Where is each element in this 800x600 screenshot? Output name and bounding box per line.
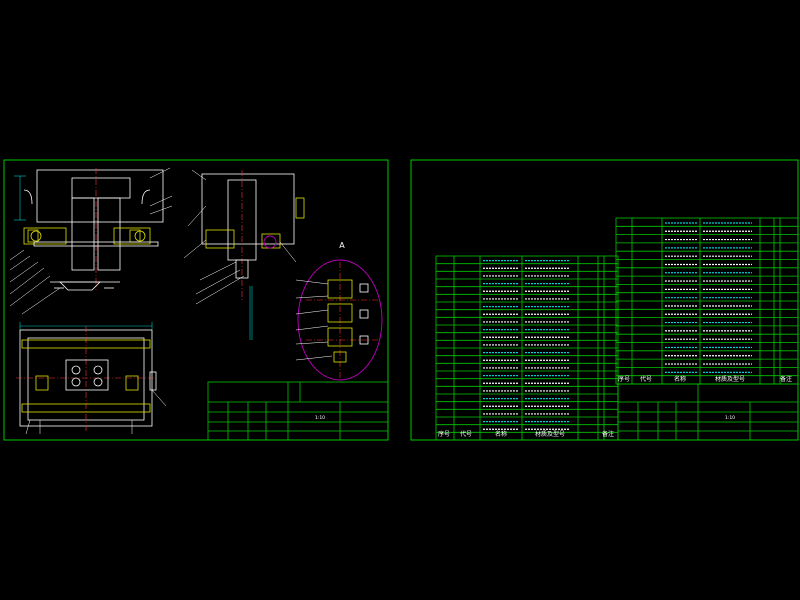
left-sheet-frame xyxy=(3,159,389,441)
left-title-block: 1:10 xyxy=(207,381,389,441)
left-drawing-sheet: A xyxy=(3,159,389,441)
plan-view xyxy=(16,322,167,435)
section-label: A xyxy=(339,241,345,250)
bom-upper-header-note: 备注 xyxy=(780,375,792,383)
left-scale-text: 1:10 xyxy=(315,415,325,421)
detail-view-a: A xyxy=(295,241,383,381)
bom-header-main: 序号 代号 名称 材质及型号 备注 xyxy=(438,430,614,438)
right-sheet-frame xyxy=(410,159,799,441)
bom-upper-header-name: 名称 xyxy=(674,375,686,383)
bom-upper-header-material: 材质及型号 xyxy=(715,375,745,383)
right-drawing-sheet: 序号 代号 名称 材质及型号 备注 序号 代号 名称 材质及型号 备注 1:10 xyxy=(410,159,799,441)
bom-header-name: 名称 xyxy=(495,430,507,438)
right-title-block: 1:10 xyxy=(617,383,799,441)
bom-header-material: 材质及型号 xyxy=(535,430,565,438)
bom-header-seq: 序号 xyxy=(438,430,450,438)
bom-header-note: 备注 xyxy=(602,430,614,438)
side-view xyxy=(183,169,305,340)
right-scale-text: 1:10 xyxy=(725,415,735,421)
bom-header-upper: 序号 代号 名称 材质及型号 备注 xyxy=(618,375,792,383)
bom-header-code: 代号 xyxy=(460,430,472,438)
bom-upper-header-seq: 序号 xyxy=(618,375,630,383)
bom-upper-header-code: 代号 xyxy=(640,375,652,383)
bom-table-upper xyxy=(615,217,799,385)
bom-table-main xyxy=(435,255,619,441)
front-view xyxy=(9,167,173,315)
